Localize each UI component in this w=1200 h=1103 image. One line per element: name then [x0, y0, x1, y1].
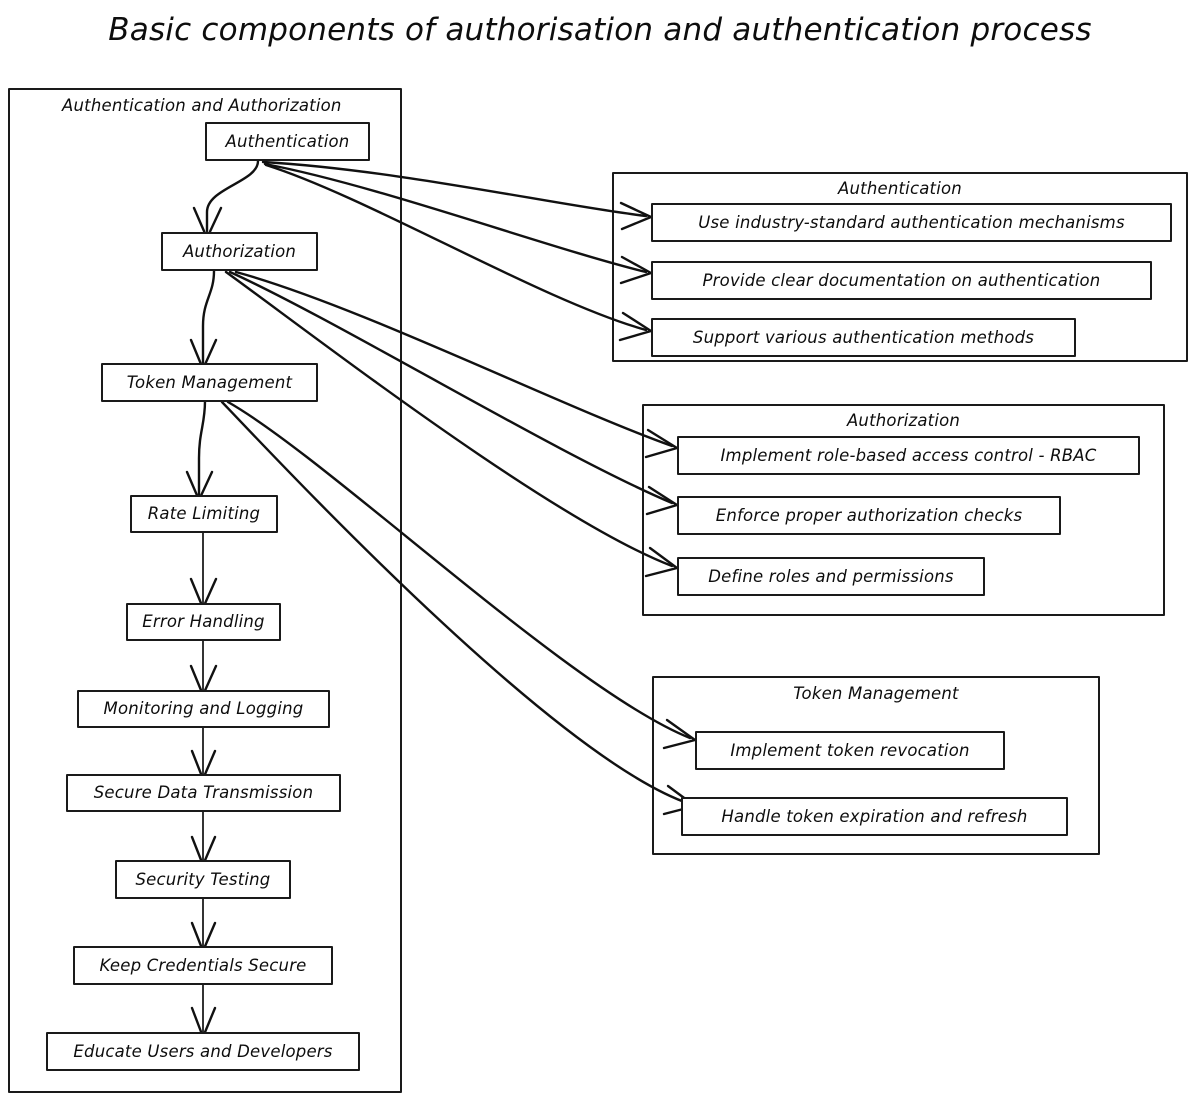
node-token-management[interactable]: Token Management: [101, 363, 318, 402]
node-implement-token-revocation[interactable]: Implement token revocation: [695, 731, 1005, 770]
node-handle-token-expiration-and-refresh[interactable]: Handle token expiration and refresh: [681, 797, 1068, 836]
node-error-handling[interactable]: Error Handling: [126, 603, 281, 641]
node-educate-users-and-developers[interactable]: Educate Users and Developers: [46, 1032, 360, 1071]
node-use-industry-standard-authentication-mechanisms[interactable]: Use industry-standard authentication mec…: [651, 203, 1172, 242]
node-provide-clear-documentation-on-authentication[interactable]: Provide clear documentation on authentic…: [651, 261, 1152, 300]
node-rate-limiting[interactable]: Rate Limiting: [130, 495, 278, 533]
node-secure-data-transmission[interactable]: Secure Data Transmission: [66, 774, 341, 812]
page-title: Basic components of authorisation and au…: [108, 12, 1092, 48]
node-enforce-proper-authorization-checks[interactable]: Enforce proper authorization checks: [677, 496, 1061, 535]
node-security-testing[interactable]: Security Testing: [115, 860, 291, 899]
node-authentication[interactable]: Authentication: [205, 122, 370, 161]
node-implement-role-based-access-control-rbac[interactable]: Implement role-based access control - RB…: [677, 436, 1140, 475]
node-monitoring-and-logging[interactable]: Monitoring and Logging: [77, 690, 330, 728]
node-authorization[interactable]: Authorization: [161, 232, 318, 271]
node-keep-credentials-secure[interactable]: Keep Credentials Secure: [73, 946, 333, 985]
node-define-roles-and-permissions[interactable]: Define roles and permissions: [677, 557, 985, 596]
node-support-various-authentication-methods[interactable]: Support various authentication methods: [651, 318, 1076, 357]
